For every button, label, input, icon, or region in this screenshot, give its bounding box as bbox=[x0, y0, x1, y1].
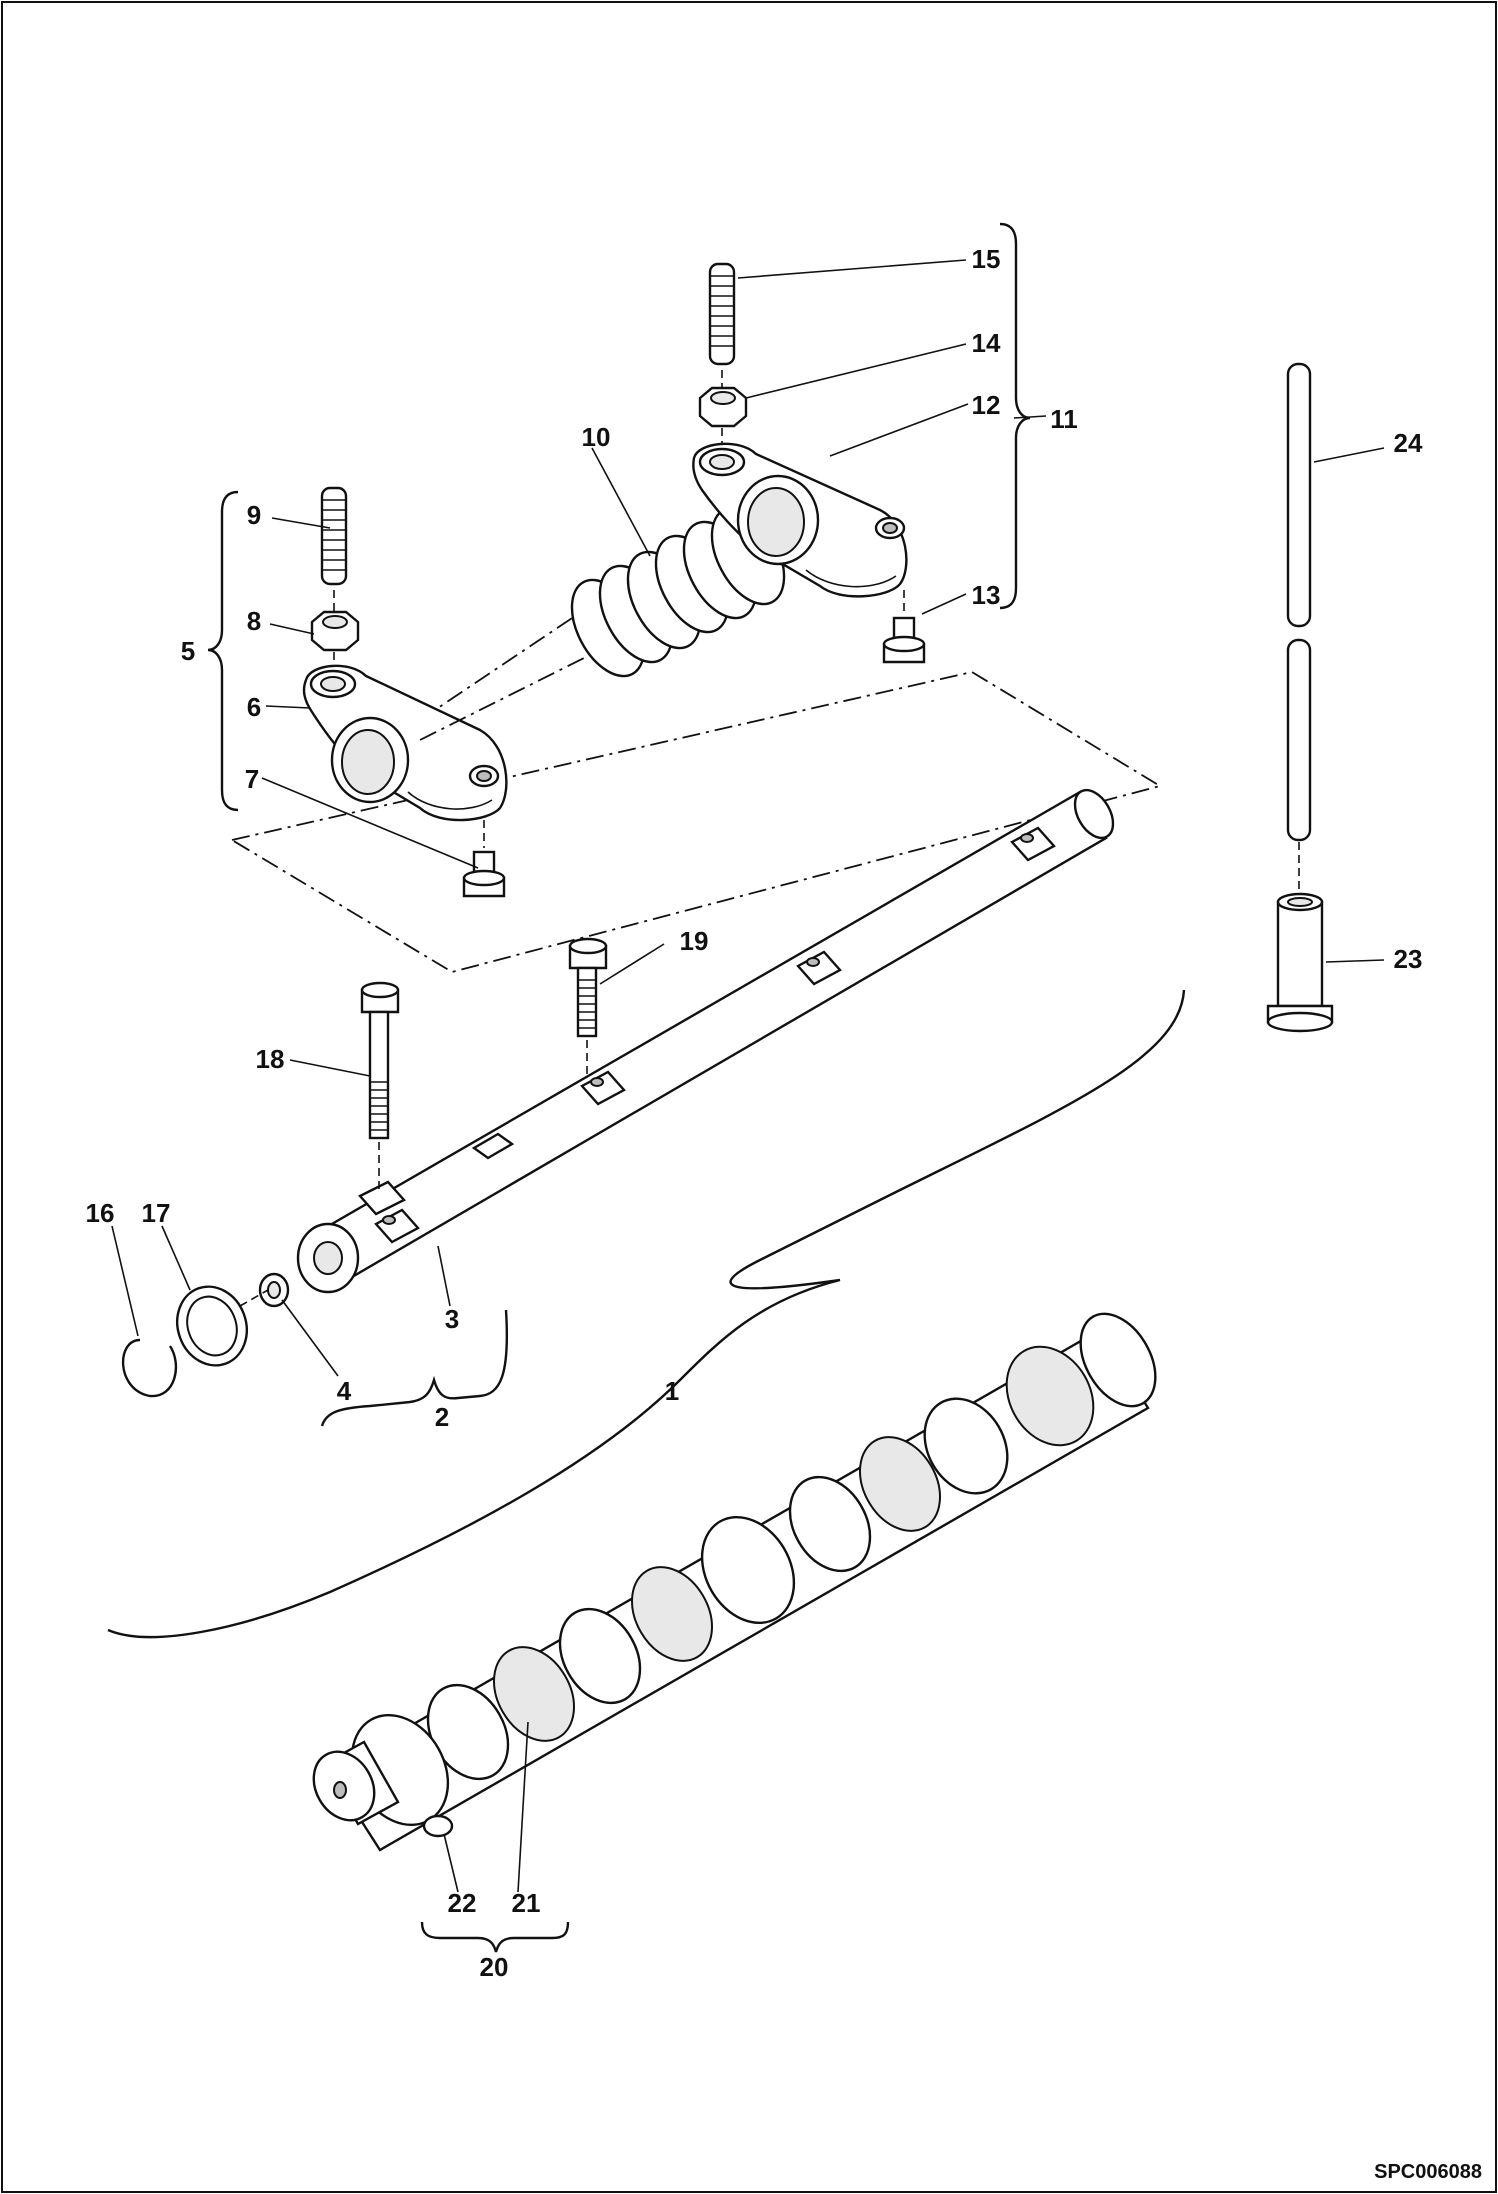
camshaft bbox=[312, 1312, 1157, 1852]
callout-21: 21 bbox=[512, 1888, 541, 1918]
callouts: 1 2 3 4 5 6 7 8 9 10 11 12 13 14 15 16 1… bbox=[86, 244, 1423, 1982]
brace-11 bbox=[999, 222, 1031, 610]
spring bbox=[419, 491, 786, 741]
leader-lines bbox=[111, 259, 1385, 1893]
woodruff-key bbox=[422, 1814, 454, 1838]
brace-2 bbox=[320, 1309, 509, 1427]
callout-8: 8 bbox=[247, 606, 261, 636]
push-rod bbox=[1286, 362, 1312, 892]
callout-13: 13 bbox=[972, 580, 1001, 610]
callout-18: 18 bbox=[256, 1044, 285, 1074]
circlip bbox=[121, 1289, 269, 1398]
rocker-arm-right bbox=[692, 442, 908, 598]
callout-4: 4 bbox=[337, 1376, 352, 1406]
washer bbox=[176, 1285, 248, 1367]
callout-20: 20 bbox=[480, 1952, 509, 1982]
callout-1: 1 bbox=[665, 1376, 679, 1406]
spacer bbox=[258, 1272, 290, 1308]
callout-23: 23 bbox=[1394, 944, 1423, 974]
callout-3: 3 bbox=[445, 1304, 459, 1334]
rocker-shaft bbox=[296, 788, 1115, 1294]
callout-12: 12 bbox=[972, 390, 1001, 420]
nut-right bbox=[698, 386, 748, 448]
nut-left bbox=[310, 610, 360, 674]
brace-5 bbox=[207, 490, 239, 812]
callout-10: 10 bbox=[582, 422, 611, 452]
brace-20 bbox=[420, 1921, 570, 1953]
callout-17: 17 bbox=[142, 1198, 171, 1228]
callout-6: 6 bbox=[247, 692, 261, 722]
callout-15: 15 bbox=[972, 244, 1001, 274]
short-bolt bbox=[568, 937, 608, 1074]
rocker-arm-left bbox=[302, 664, 508, 822]
callout-11: 11 bbox=[1050, 404, 1078, 434]
tappet bbox=[1266, 892, 1334, 1033]
callout-19: 19 bbox=[680, 926, 709, 956]
callout-9: 9 bbox=[247, 500, 261, 530]
callout-5: 5 bbox=[181, 636, 195, 666]
adjusting-screw-right bbox=[882, 590, 926, 664]
callout-2: 2 bbox=[435, 1402, 449, 1432]
reference-code: SPC006088 bbox=[1374, 2161, 1482, 2183]
long-bolt bbox=[360, 981, 400, 1192]
callout-16: 16 bbox=[86, 1198, 115, 1228]
stud-right bbox=[708, 262, 736, 388]
adjusting-screw-left bbox=[462, 820, 506, 898]
callout-22: 22 bbox=[448, 1888, 477, 1918]
callout-14: 14 bbox=[972, 328, 1001, 358]
callout-24: 24 bbox=[1394, 428, 1423, 458]
brace-1 bbox=[107, 989, 1186, 1639]
callout-7: 7 bbox=[245, 764, 259, 794]
stud-left bbox=[320, 486, 348, 614]
